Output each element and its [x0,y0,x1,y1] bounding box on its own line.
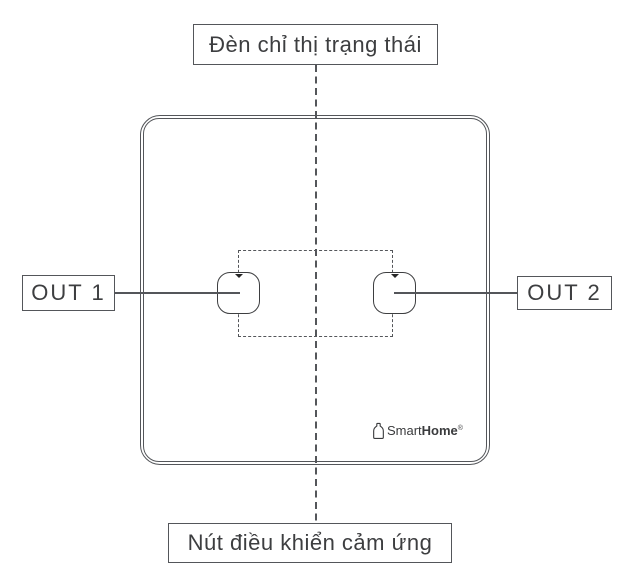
touch-zone-outline [238,250,393,337]
out2-leader-line [394,292,517,294]
brand-text: SmartHome [387,421,458,440]
touch-control-callout: Nút điều khiển cảm ứng [168,523,452,563]
brand-logo: SmartHome ® [372,421,463,440]
registered-mark: ® [457,425,463,432]
switch-panel [140,115,490,465]
out1-callout: OUT 1 [22,275,115,311]
switch-panel-inner-outline [143,118,487,462]
out2-callout: OUT 2 [517,276,612,310]
home-icon [372,422,387,440]
led-indicator-icon [390,274,399,278]
center-dashed-line [315,65,317,523]
brand-smart: Smart [387,423,422,438]
status-led-callout: Đèn chỉ thị trạng thái [193,24,438,65]
out1-leader-line [115,292,240,294]
led-indicator-icon [234,274,243,278]
brand-home: Home [421,423,458,438]
